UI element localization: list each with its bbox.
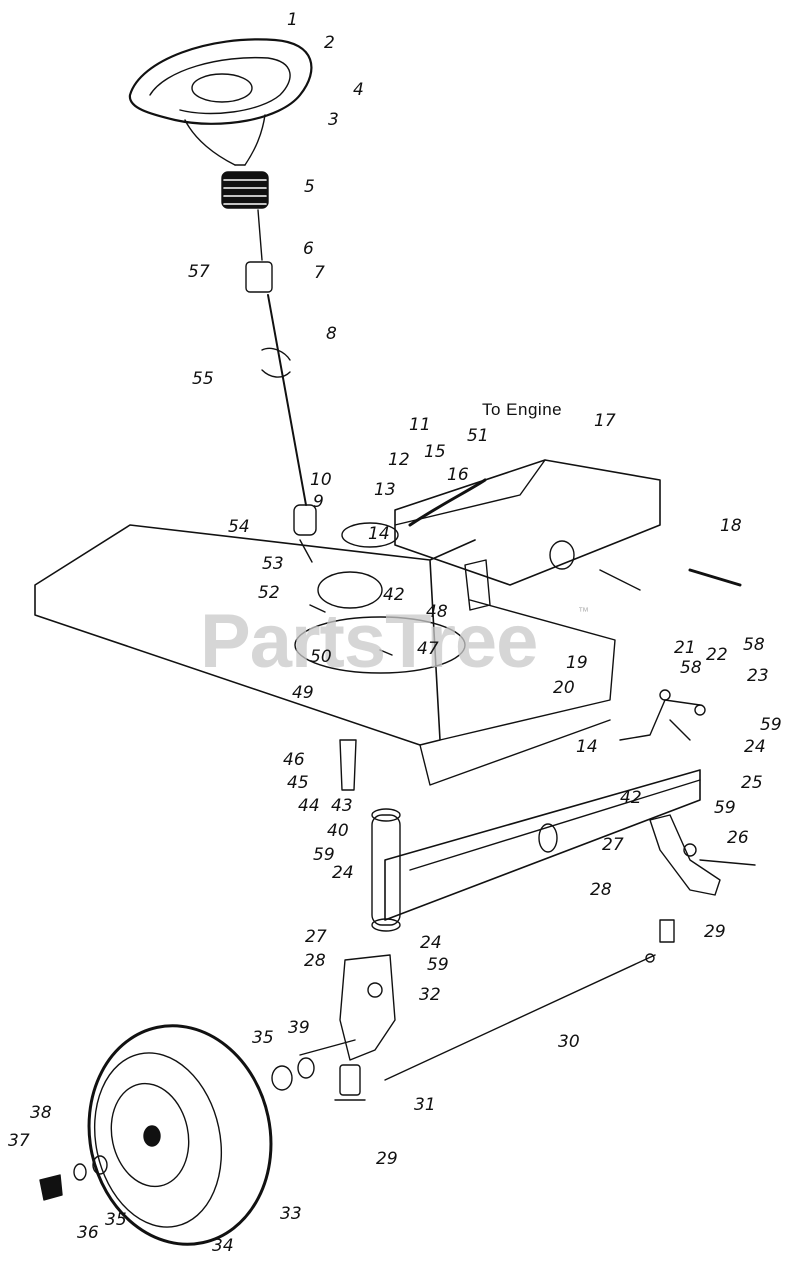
callout-label: 57 (188, 262, 210, 282)
callout-label: 24 (744, 737, 766, 757)
drag-link (619, 689, 706, 741)
to-engine-note: To Engine (482, 400, 563, 419)
callout-label: 13 (374, 480, 396, 500)
chassis-plate (34, 524, 616, 786)
callout-label: 3 (328, 110, 339, 130)
callout-label: 17 (594, 411, 616, 431)
callout-label: 15 (424, 442, 446, 462)
callout-label: 11 (409, 415, 431, 435)
callout-label: 1 (287, 10, 298, 30)
callout-label: 58 (680, 658, 702, 678)
callout-label: 29 (704, 922, 726, 942)
callout-label: 50 (310, 647, 332, 667)
callout-label: 29 (376, 1149, 398, 1169)
callout-label: 7 (314, 263, 325, 283)
callout-label: 27 (305, 927, 327, 947)
callout-label: 32 (419, 985, 441, 1005)
callout-label: 59 (427, 955, 449, 975)
callout-label: 21 (674, 638, 696, 658)
callout-label: 53 (262, 554, 284, 574)
watermark-text: PartsTree (200, 599, 538, 684)
callout-label: 31 (414, 1095, 436, 1115)
tie-rod (384, 953, 656, 1081)
callout-label: 38 (30, 1103, 52, 1123)
callout-label: 43 (331, 796, 353, 816)
callout-label: 40 (327, 821, 349, 841)
callout-label: 36 (77, 1223, 99, 1243)
callout-label: 6 (303, 239, 314, 259)
callout-label: 25 (741, 773, 763, 793)
callout-label: 59 (714, 798, 736, 818)
callout-label: 14 (576, 737, 598, 757)
callout-label: 59 (760, 715, 782, 735)
callout-label: 58 (743, 635, 765, 655)
callout-label: 49 (292, 683, 314, 703)
front-axle (339, 739, 701, 932)
callout-label: 46 (283, 750, 305, 770)
callout-label: 30 (558, 1032, 580, 1052)
callout-label: 28 (304, 951, 326, 971)
callout-label: 47 (417, 639, 439, 659)
callout-label: 54 (228, 517, 250, 537)
callout-label: 51 (467, 426, 489, 446)
gear-bracket (341, 459, 742, 611)
callout-label: 44 (298, 796, 320, 816)
callout-label: 24 (332, 863, 354, 883)
callout-label: 23 (747, 666, 769, 686)
callout-label: 42 (620, 788, 642, 808)
callout-label: 18 (720, 516, 742, 536)
left-spindle (299, 954, 396, 1101)
callout-label: 9 (313, 492, 324, 512)
steering-shaft (245, 209, 317, 563)
callout-label: 42 (383, 585, 405, 605)
callout-label: 35 (105, 1210, 127, 1230)
watermark-tm: ™ (578, 606, 589, 618)
callout-label: 45 (287, 773, 309, 793)
callout-label: 12 (388, 450, 410, 470)
callout-label: 34 (212, 1236, 234, 1256)
callout-label: 22 (706, 645, 728, 665)
callout-label: 48 (426, 602, 448, 622)
callout-label: 20 (553, 678, 575, 698)
callout-label: 33 (280, 1204, 302, 1224)
callout-label: 19 (566, 653, 588, 673)
callout-label: 24 (420, 933, 442, 953)
front-wheel (87, 1024, 315, 1246)
callout-label: 16 (447, 465, 469, 485)
callout-label: 59 (313, 845, 335, 865)
callout-label: 35 (252, 1028, 274, 1048)
callout-label: 4 (353, 80, 364, 100)
callout-label: 10 (310, 470, 332, 490)
callout-label: 52 (258, 583, 280, 603)
callout-label: 39 (288, 1018, 310, 1038)
steering-wheel (128, 38, 313, 166)
callout-label: 8 (326, 324, 337, 344)
right-spindle (649, 814, 756, 943)
hub-hardware (39, 1155, 108, 1201)
steering-boot (221, 171, 269, 209)
callout-label: 5 (304, 177, 315, 197)
callout-label: 28 (590, 880, 612, 900)
callout-label: 27 (602, 835, 624, 855)
callout-label: 2 (324, 33, 335, 53)
callout-label: 37 (8, 1131, 30, 1151)
callout-label: 26 (727, 828, 749, 848)
callout-label: 55 (192, 369, 214, 389)
callout-label: 14 (368, 524, 390, 544)
